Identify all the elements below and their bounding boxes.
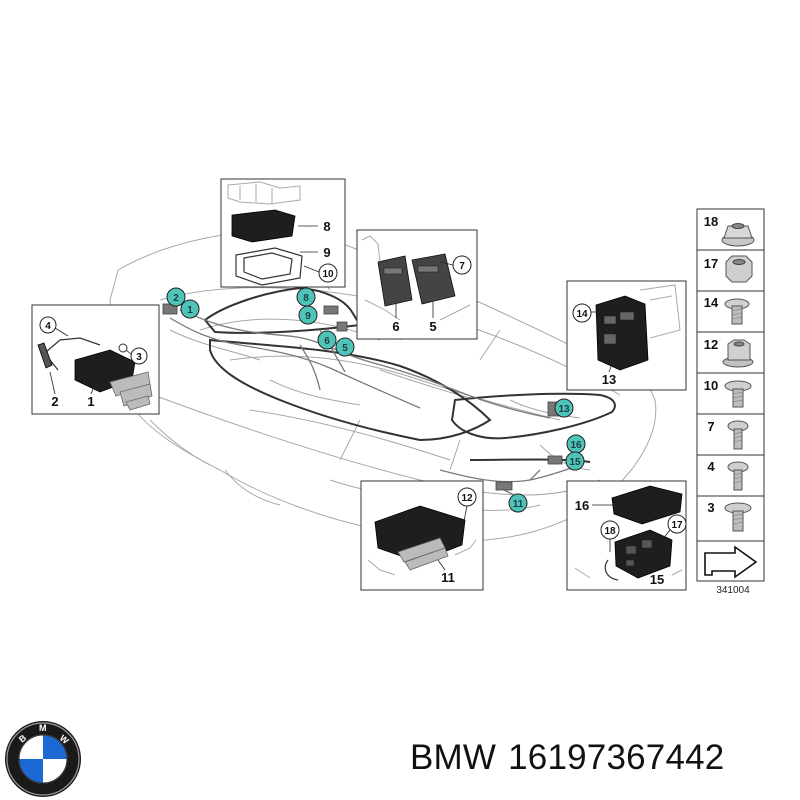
orientation-arrow-icon bbox=[696, 540, 765, 582]
callout-16[interactable]: 16 bbox=[566, 434, 586, 454]
svg-text:8: 8 bbox=[303, 293, 309, 304]
callout-2[interactable]: 2 bbox=[166, 287, 186, 307]
detail-box-8-10: 8 9 10 bbox=[220, 178, 346, 288]
fastener-10[interactable]: 10 bbox=[704, 378, 752, 408]
fastener-18[interactable]: 18 bbox=[704, 214, 755, 247]
brand-name: BMW bbox=[410, 738, 497, 777]
svg-text:1: 1 bbox=[187, 305, 193, 316]
box-callout-7[interactable]: 7 bbox=[439, 255, 472, 275]
fastener-12[interactable]: 12 bbox=[704, 337, 754, 368]
box-callout-12[interactable]: 12 bbox=[457, 487, 477, 527]
detail-box-11-12: 12 11 bbox=[360, 480, 484, 591]
svg-text:B: B bbox=[17, 732, 29, 744]
svg-text:5: 5 bbox=[342, 343, 348, 354]
svg-text:12: 12 bbox=[704, 337, 718, 352]
callout-9[interactable]: 9 bbox=[298, 305, 318, 325]
svg-text:3: 3 bbox=[707, 500, 714, 515]
box-callout-4[interactable]: 4 bbox=[39, 316, 69, 337]
part-label-5: 5 bbox=[429, 319, 436, 334]
callout-11[interactable]: 11 bbox=[508, 493, 528, 513]
bmw-roundel-icon: B M W bbox=[5, 721, 81, 797]
svg-text:9: 9 bbox=[305, 311, 311, 322]
part-label-16: 16 bbox=[575, 498, 589, 513]
box-callout-3[interactable]: 3 bbox=[125, 347, 148, 365]
callout-8[interactable]: 8 bbox=[296, 287, 316, 307]
svg-text:10: 10 bbox=[704, 378, 718, 393]
svg-text:4: 4 bbox=[45, 321, 51, 332]
box-callout-14[interactable]: 14 bbox=[572, 303, 600, 323]
svg-text:18: 18 bbox=[704, 214, 718, 229]
svg-text:7: 7 bbox=[707, 419, 714, 434]
svg-text:17: 17 bbox=[704, 256, 718, 271]
part-label-15: 15 bbox=[650, 572, 664, 587]
car-sketch bbox=[109, 230, 657, 542]
svg-text:4: 4 bbox=[707, 459, 715, 474]
detail-box-5-7: 7 6 5 bbox=[356, 229, 478, 340]
product-caption: BMW 16197367442 bbox=[410, 738, 736, 778]
svg-text:3: 3 bbox=[136, 352, 142, 363]
reference-code: 341004 bbox=[716, 585, 750, 596]
box-callout-17[interactable]: 17 bbox=[661, 514, 687, 541]
callout-5[interactable]: 5 bbox=[335, 337, 355, 357]
detail-box-1-4: 4 3 2 1 bbox=[31, 304, 160, 415]
svg-text:13: 13 bbox=[558, 404, 570, 415]
fastener-column: 18 17 14 12 10 bbox=[696, 208, 765, 596]
svg-text:11: 11 bbox=[513, 499, 524, 510]
part-number: 16197367442 bbox=[508, 738, 725, 777]
svg-text:17: 17 bbox=[671, 520, 683, 531]
detail-box-13-14: 14 13 bbox=[566, 280, 687, 391]
fastener-14[interactable]: 14 bbox=[704, 295, 750, 325]
callout-13[interactable]: 13 bbox=[554, 398, 574, 418]
svg-text:14: 14 bbox=[704, 295, 719, 310]
svg-text:12: 12 bbox=[461, 493, 473, 504]
svg-text:2: 2 bbox=[173, 293, 179, 304]
svg-text:18: 18 bbox=[604, 526, 616, 537]
fastener-7[interactable]: 7 bbox=[707, 419, 749, 450]
svg-text:10: 10 bbox=[322, 269, 334, 280]
svg-text:15: 15 bbox=[569, 457, 581, 468]
svg-text:M: M bbox=[39, 723, 47, 733]
part-label-13: 13 bbox=[602, 372, 616, 387]
svg-text:6: 6 bbox=[324, 336, 330, 347]
box-callout-10[interactable]: 10 bbox=[303, 263, 338, 283]
part-label-2: 2 bbox=[51, 394, 58, 409]
callout-15[interactable]: 15 bbox=[565, 451, 585, 471]
fastener-4[interactable]: 4 bbox=[707, 459, 749, 491]
svg-text:7: 7 bbox=[459, 261, 465, 272]
svg-text:16: 16 bbox=[570, 440, 582, 451]
detail-box-15-18: 16 18 17 15 bbox=[566, 480, 687, 591]
fastener-17[interactable]: 17 bbox=[704, 255, 753, 283]
part-label-1: 1 bbox=[87, 394, 94, 409]
part-label-11: 11 bbox=[441, 570, 455, 585]
part-label-6: 6 bbox=[392, 319, 399, 334]
part-label-9: 9 bbox=[323, 245, 330, 260]
callout-6[interactable]: 6 bbox=[317, 330, 337, 350]
fastener-3[interactable]: 3 bbox=[707, 500, 752, 532]
callout-1[interactable]: 1 bbox=[180, 299, 200, 319]
part-label-8: 8 bbox=[323, 219, 330, 234]
svg-text:14: 14 bbox=[576, 309, 588, 320]
box-callout-18[interactable]: 18 bbox=[600, 520, 620, 552]
car-callouts: 2 1 8 9 6 5 13 16 bbox=[166, 287, 586, 513]
